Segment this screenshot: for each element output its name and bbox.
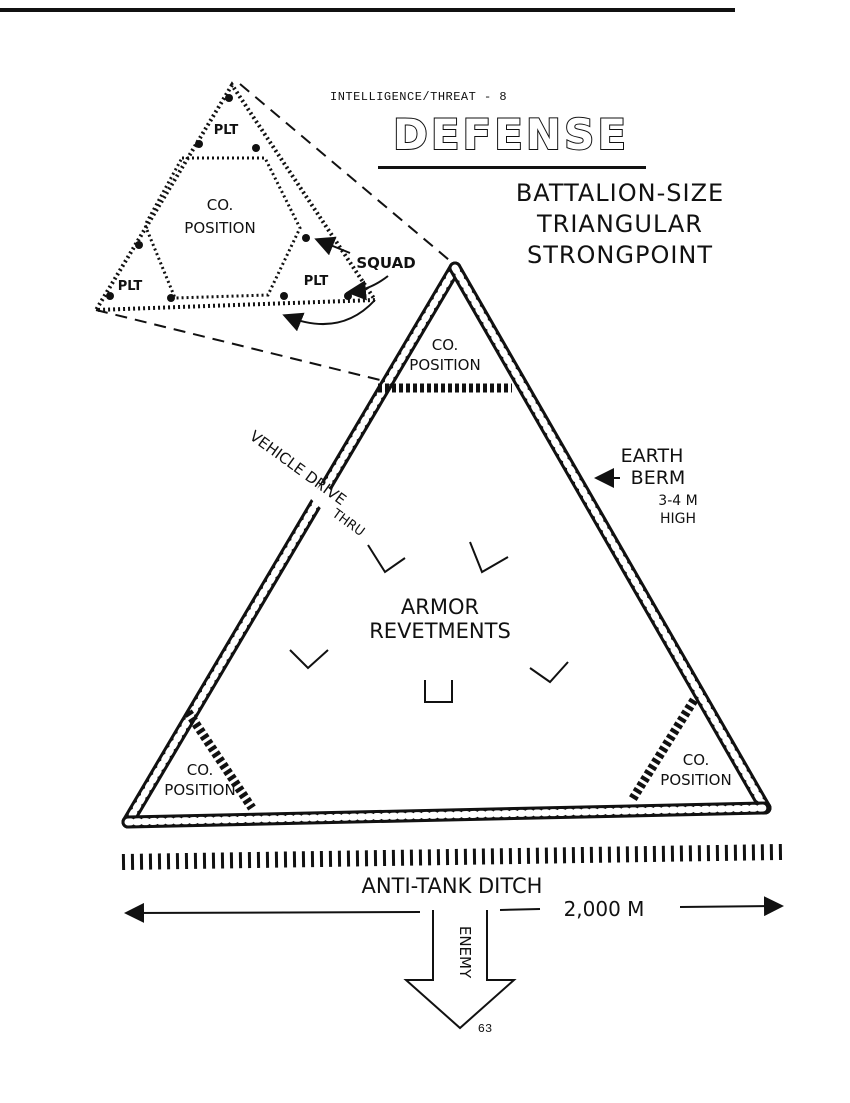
zoom-line — [239, 83, 456, 266]
earth-berm-triangle — [121, 261, 772, 829]
armor-revetments — [289, 541, 569, 703]
earth-label: EARTH — [621, 445, 684, 467]
enemy-arrow — [403, 910, 517, 1030]
co-label-top: CO. — [432, 336, 458, 354]
enemy-label: ENEMY — [456, 926, 474, 979]
inset-squad-label: SQUAD — [356, 254, 415, 272]
title-underline — [378, 166, 646, 169]
inset-squad-dot — [225, 94, 233, 102]
inset-position-label: POSITION — [184, 219, 255, 237]
width-arrow-left — [124, 902, 421, 923]
page-number: 63 — [477, 1022, 493, 1036]
berm-right-side-texture — [451, 264, 769, 812]
page-header: INTELLIGENCE/THREAT - 8 — [330, 90, 508, 104]
top-rule — [0, 8, 735, 12]
berm-left-side-texture — [124, 264, 459, 826]
revetment — [424, 680, 453, 703]
inset-plt-label: PLT — [118, 279, 143, 294]
inset-inner-hexagon — [143, 156, 302, 300]
squad-arrow — [282, 299, 376, 332]
revetment — [469, 541, 509, 574]
berm-label: BERM — [631, 467, 686, 489]
squad-arrow — [314, 236, 351, 256]
berm-base-texture — [124, 804, 769, 826]
inset-co-label: CO. — [207, 196, 233, 214]
position-label-top: POSITION — [409, 356, 480, 374]
inset-plt-label: PLT — [304, 274, 329, 289]
width-arrow-right — [679, 896, 784, 917]
inset-company-position: PLT PLT PLT CO. POSITION SQUAD — [92, 81, 416, 332]
inset-squad-dot — [106, 292, 114, 300]
inset-squad-dot — [167, 294, 175, 302]
berm-height-label: 3-4 M — [658, 493, 697, 509]
armor-label: ARMOR — [401, 595, 479, 619]
co-label-right: CO. — [683, 751, 709, 769]
subtitle-line-1: BATTALION-SIZE — [515, 179, 725, 207]
inset-squad-dot — [344, 292, 352, 300]
inset-squad-dot — [135, 241, 143, 249]
subtitle-line-2: TRIANGULAR — [537, 210, 703, 238]
co-label-left: CO. — [187, 761, 213, 779]
subtitle: BATTALION-SIZE TRIANGULAR STRONGPOINT — [470, 178, 770, 271]
width-line — [499, 908, 541, 911]
vehicle-drive-gap — [309, 482, 355, 528]
inset-squad-dot — [195, 140, 203, 148]
position-label-left: POSITION — [164, 781, 235, 799]
berm-high-label: HIGH — [660, 511, 696, 527]
revetment — [289, 649, 329, 670]
revetments-label: REVETMENTS — [369, 619, 511, 643]
width-label: 2,000 M — [564, 897, 645, 921]
position-label-right: POSITION — [660, 771, 731, 789]
inset-plt-label: PLT — [214, 123, 239, 138]
zoom-line — [95, 309, 381, 381]
inset-squad-dot — [280, 292, 288, 300]
inset-squad-dot — [252, 144, 260, 152]
anti-tank-ditch-label: ANTI-TANK DITCH — [362, 874, 543, 898]
revetment — [529, 661, 569, 684]
subtitle-line-3: STRONGPOINT — [526, 241, 714, 269]
revetment — [367, 544, 406, 574]
squad-arrow — [346, 275, 389, 301]
inset-outer-triangle — [92, 81, 379, 313]
co-position-right-berm — [628, 697, 698, 803]
inset-squad-dot — [302, 234, 310, 242]
page-title: DEFENSE — [392, 109, 630, 160]
anti-tank-ditch — [121, 844, 783, 870]
co-position-left-berm — [184, 709, 256, 811]
